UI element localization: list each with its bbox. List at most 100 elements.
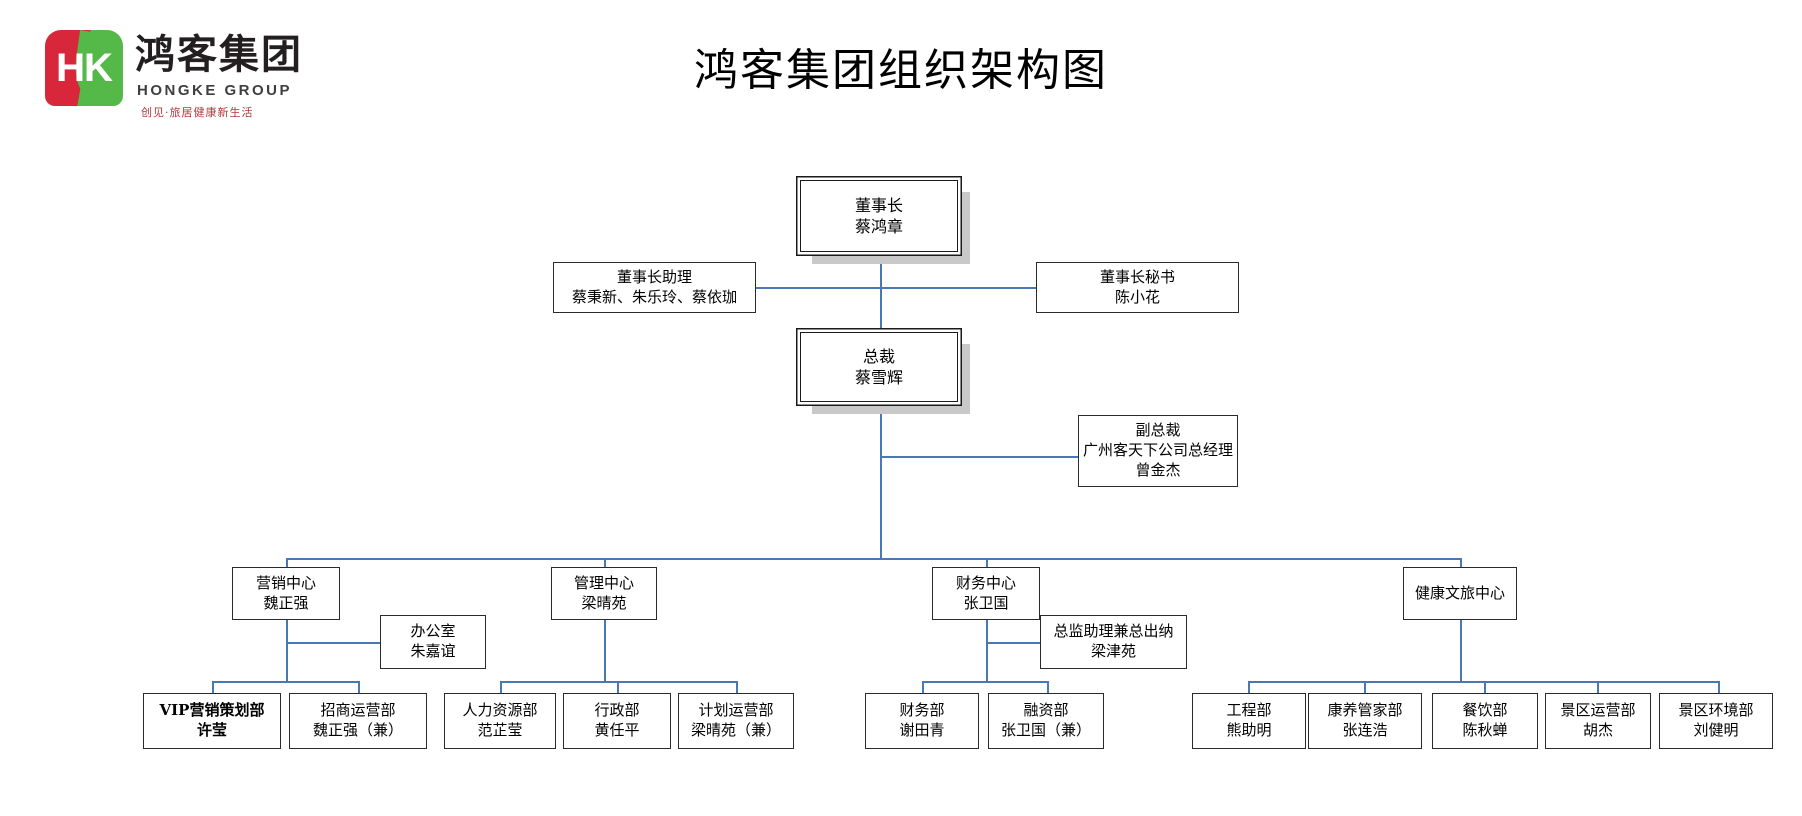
node-chairman-title: 董事长 — [854, 195, 903, 215]
connector-center-bus — [286, 558, 1460, 560]
node-finance-center-title: 财务中心 — [955, 573, 1016, 592]
node-chairman-assistant[interactable]: 董事长助理 蔡秉新、朱乐玲、蔡依珈 — [553, 262, 756, 313]
dept-catering[interactable]: 餐饮部 陈秋蝉 — [1432, 693, 1538, 749]
dept-name: 熊助明 — [1226, 721, 1272, 739]
dept-title: 工程部 — [1226, 701, 1272, 720]
dept-title: 景区环境部 — [1678, 701, 1754, 720]
connector-marketing-dept-bus — [212, 681, 360, 683]
dept-administration[interactable]: 行政部 黄任平 — [563, 693, 671, 749]
connector-finance-dept-1 — [922, 681, 924, 693]
dept-financing[interactable]: 融资部 张卫国（兼） — [988, 693, 1104, 749]
connector-finance-dept-2 — [1047, 681, 1049, 693]
connector-president-trunk — [880, 400, 882, 558]
dept-title: 融资部 — [1023, 701, 1069, 720]
dept-name: 魏正强（兼） — [312, 721, 403, 739]
dept-title: 人力资源部 — [462, 701, 538, 720]
node-health-center-title: 健康文旅中心 — [1414, 583, 1505, 602]
node-chairman-assistant-title: 董事长助理 — [616, 267, 692, 286]
connector-marketing-dept-2 — [358, 681, 360, 693]
logo-monogram: HK — [56, 45, 113, 90]
dept-vip-marketing-planning[interactable]: VIP营销策划部 许莹 — [143, 693, 281, 749]
node-chairman-secretary[interactable]: 董事长秘书 陈小花 — [1036, 262, 1239, 313]
connector-management-dept-1 — [500, 681, 502, 693]
dept-title: 景区运营部 — [1560, 701, 1636, 720]
node-health-center[interactable]: 健康文旅中心 — [1403, 567, 1517, 620]
node-management-center-name: 梁晴苑 — [581, 593, 627, 612]
node-marketing-center[interactable]: 营销中心 魏正强 — [232, 567, 340, 620]
node-chairman-secretary-title: 董事长秘书 — [1099, 267, 1175, 286]
dept-title: 行政部 — [594, 701, 640, 720]
dept-engineering[interactable]: 工程部 熊助明 — [1192, 693, 1306, 749]
node-management-center-title: 管理中心 — [573, 573, 634, 592]
connector-marketing-down — [286, 620, 288, 682]
connector-health-dept-1 — [1248, 681, 1250, 693]
logo-shield-icon: HK — [45, 30, 123, 106]
node-president-name: 蔡雪辉 — [854, 368, 903, 387]
dept-title: 餐饮部 — [1462, 701, 1508, 720]
node-office-name: 朱嘉谊 — [410, 642, 456, 660]
node-finance-center-name: 张卫国 — [963, 593, 1009, 612]
node-office[interactable]: 办公室 朱嘉谊 — [380, 615, 486, 669]
dept-health-butler[interactable]: 康养管家部 张连浩 — [1308, 693, 1422, 749]
node-marketing-center-title: 营销中心 — [255, 573, 316, 592]
connector-health-dept-3 — [1484, 681, 1486, 693]
logo-shield-shape — [45, 30, 123, 106]
connector-finance-down — [986, 620, 988, 681]
connector-management-dept-2 — [617, 681, 619, 693]
node-office-title: 办公室 — [410, 622, 456, 641]
connector-finance-assist — [986, 642, 1040, 644]
node-marketing-center-name: 魏正强 — [263, 593, 309, 612]
connector-health-down — [1460, 620, 1462, 681]
dept-scenic-operations[interactable]: 景区运营部 胡杰 — [1545, 693, 1651, 749]
connector-marketing-dept-1 — [212, 681, 214, 693]
logo-chinese-name: 鸿客集团 — [135, 32, 303, 78]
connector-management-dept-3 — [736, 681, 738, 693]
dept-title: 招商运营部 — [320, 701, 396, 720]
node-president[interactable]: 总裁 蔡雪辉 — [800, 332, 958, 402]
dept-name: 范芷莹 — [477, 721, 523, 739]
dept-name: 胡杰 — [1582, 721, 1613, 739]
node-chairman-name: 蔡鸿章 — [854, 217, 903, 236]
dept-name: 陈秋蝉 — [1462, 721, 1508, 739]
node-chairman[interactable]: 董事长 蔡鸿章 — [800, 180, 958, 252]
connector-assistant-bus-left — [756, 287, 882, 289]
dept-scenic-environment[interactable]: 景区环境部 刘健明 — [1659, 693, 1773, 749]
dept-title: 康养管家部 — [1327, 701, 1403, 720]
connector-health-dept-2 — [1364, 681, 1366, 693]
node-president-title: 总裁 — [862, 346, 895, 366]
node-management-center[interactable]: 管理中心 梁晴苑 — [551, 567, 657, 620]
dept-planning-operations[interactable]: 计划运营部 梁晴苑（兼） — [678, 693, 794, 749]
node-finance-assistant-title: 总监助理兼总出纳 — [1053, 622, 1174, 641]
node-vice-president-title: 副总裁 — [1135, 421, 1181, 440]
company-logo: HK 鸿客集团 HONGKE GROUP 创见·旅居健康新生活 — [45, 28, 320, 119]
connector-chairman-president — [880, 256, 882, 334]
connector-marketing-office — [286, 642, 380, 644]
node-finance-assistant[interactable]: 总监助理兼总出纳 梁津苑 — [1040, 615, 1187, 669]
dept-investment-operations[interactable]: 招商运营部 魏正强（兼） — [289, 693, 427, 749]
connector-finance-dept-bus — [922, 681, 1048, 683]
node-vice-president[interactable]: 副总裁 广州客天下公司总经理 曾金杰 — [1078, 415, 1238, 487]
connector-health-dept-4 — [1597, 681, 1599, 693]
node-finance-assistant-name: 梁津苑 — [1090, 642, 1136, 660]
connector-health-dept-5 — [1718, 681, 1720, 693]
dept-name: 黄任平 — [594, 721, 640, 739]
node-vice-president-subtitle: 广州客天下公司总经理 — [1082, 441, 1233, 460]
node-vice-president-name: 曾金杰 — [1135, 460, 1181, 479]
dept-name: 刘健明 — [1693, 721, 1739, 739]
connector-vice-president — [880, 456, 1078, 458]
dept-name: 张卫国（兼） — [1000, 721, 1091, 739]
node-finance-center[interactable]: 财务中心 张卫国 — [932, 567, 1040, 620]
connector-health-dept-bus — [1248, 681, 1718, 683]
dept-title: VIP营销策划部 — [159, 701, 265, 720]
dept-name: 许莹 — [196, 721, 227, 739]
logo-slogan: 创见·旅居健康新生活 — [141, 106, 254, 119]
dept-title: 计划运营部 — [698, 701, 774, 720]
dept-name: 谢田青 — [899, 721, 945, 739]
dept-human-resources[interactable]: 人力资源部 范芷莹 — [444, 693, 556, 749]
dept-finance[interactable]: 财务部 谢田青 — [865, 693, 979, 749]
connector-secretary-bus-right — [880, 287, 1036, 289]
node-chairman-assistant-name: 蔡秉新、朱乐玲、蔡依珈 — [571, 287, 737, 306]
dept-name: 张连浩 — [1342, 721, 1388, 739]
logo-english-name: HONGKE GROUP — [137, 82, 293, 99]
